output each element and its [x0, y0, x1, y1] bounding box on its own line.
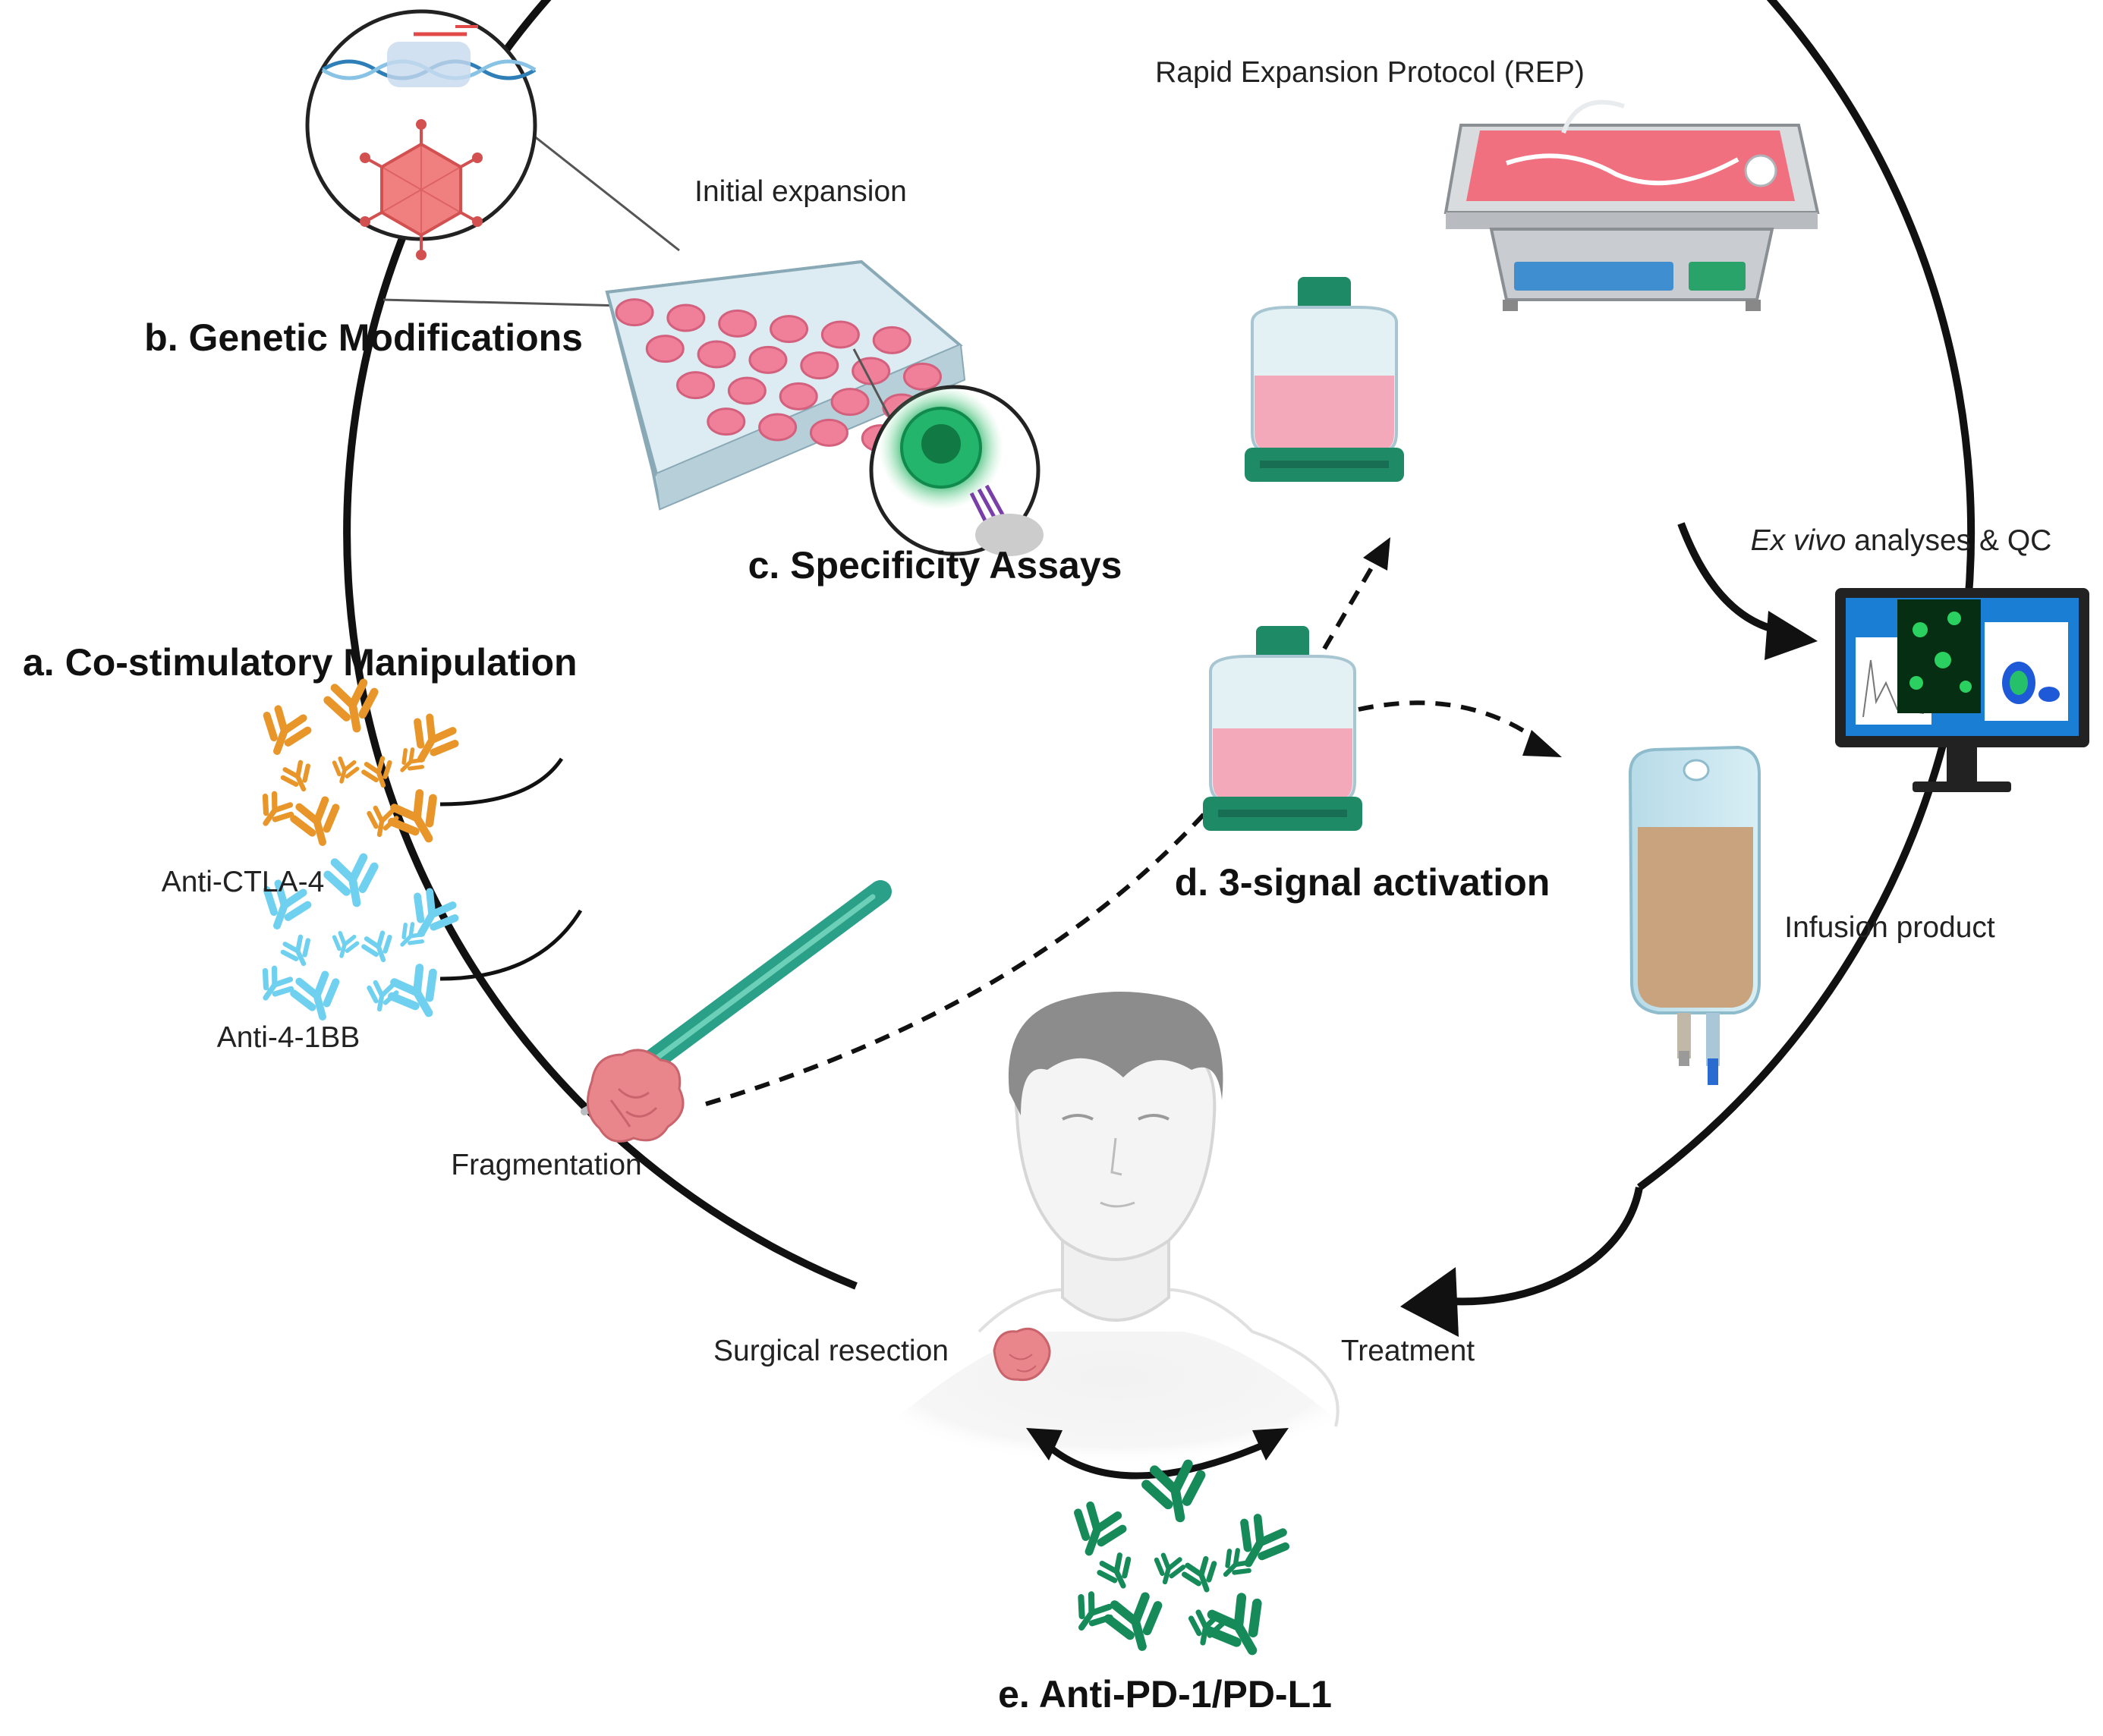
- well: [676, 371, 716, 400]
- well: [779, 382, 818, 410]
- antibody: [291, 798, 344, 848]
- treatment-arrowhead: [1400, 1267, 1459, 1337]
- culture-flask-icon: [1245, 277, 1404, 482]
- anti-41bb-label: Anti-4-1BB: [217, 1021, 360, 1054]
- ctla4-connector: [439, 757, 564, 807]
- t-cell-icon: [879, 385, 1003, 510]
- fragmentation-label: Fragmentation: [451, 1149, 641, 1181]
- well: [666, 303, 706, 332]
- well: [902, 362, 942, 391]
- antibody: [330, 932, 359, 959]
- well: [820, 320, 860, 349]
- well: [645, 335, 685, 363]
- antibody: [253, 791, 295, 832]
- anti-ctla4-label: Anti-CTLA-4: [162, 866, 325, 898]
- initial-expansion-label: Initial expansion: [694, 175, 907, 208]
- patient-icon: [896, 991, 1340, 1480]
- antibody-icon: [253, 681, 460, 851]
- genetic-modifications-title: b. Genetic Modifications: [144, 316, 583, 359]
- well: [809, 418, 848, 447]
- well-plate-icon: [605, 259, 1003, 511]
- antibody: [386, 789, 449, 851]
- well: [800, 351, 839, 380]
- well: [707, 407, 746, 436]
- antibody: [1182, 1557, 1221, 1595]
- specificity-magnifier: [852, 348, 1044, 556]
- well: [872, 326, 911, 354]
- antibody: [1067, 1502, 1126, 1559]
- 41bb-connector: [439, 909, 583, 981]
- rep-label: Rapid Expansion Protocol (REP): [1155, 56, 1585, 89]
- antibody: [1151, 1554, 1185, 1586]
- antibody: [291, 973, 344, 1023]
- pd1-arrowhead-right: [1252, 1428, 1289, 1461]
- antibody: [1203, 1593, 1277, 1665]
- surgical-resection-label: Surgical resection: [713, 1335, 949, 1367]
- co-stimulatory-title: a. Co-stimulatory Manipulation: [23, 641, 578, 684]
- pd1-double-arrow: [1040, 1438, 1273, 1480]
- antibody: [1067, 1590, 1115, 1637]
- well: [758, 413, 798, 442]
- dashed-arrowhead-up: [1363, 537, 1390, 571]
- well: [748, 345, 788, 374]
- antibody: [361, 931, 396, 964]
- three-signal-title: d. 3-signal activation: [1175, 861, 1550, 904]
- exvivo-label: Ex vivo analyses & QC: [1751, 524, 2052, 557]
- qc-branch-arrow: [1677, 522, 1777, 634]
- antibody: [1097, 1552, 1138, 1592]
- antibody: [253, 965, 295, 1007]
- antibody: [280, 760, 316, 795]
- dashed-flask-to-rep: [1322, 556, 1380, 650]
- well: [718, 309, 757, 338]
- antibody: [330, 757, 359, 785]
- well: [697, 340, 736, 369]
- well: [770, 315, 809, 344]
- rep-bioreactor-icon: [1443, 99, 1820, 311]
- well: [830, 388, 870, 417]
- culture-flask-icon: [1203, 626, 1362, 831]
- dashed-flask-to-bag: [1358, 700, 1542, 744]
- well: [727, 376, 767, 405]
- antibody: [326, 856, 379, 907]
- antibody: [280, 935, 316, 970]
- viral-vector-icon: [360, 119, 483, 260]
- antibody: [1105, 1594, 1166, 1653]
- antibody: [257, 706, 311, 759]
- infusion-bag-icon: [1628, 745, 1761, 1085]
- specificity-assays-title: c. Specificity Assays: [748, 544, 1122, 587]
- pd1-arrowhead-left: [1026, 1428, 1063, 1461]
- dashed-arrowhead-right: [1522, 730, 1562, 757]
- treatment-label: Treatment: [1341, 1335, 1475, 1367]
- well: [615, 298, 654, 327]
- antibody-icon: [1067, 1463, 1291, 1665]
- genetic-magnifier: [305, 9, 684, 309]
- qc-arrowhead: [1765, 611, 1818, 660]
- arc-to-treatment: [1449, 1187, 1643, 1306]
- dna-icon: [321, 25, 537, 87]
- tumor-tissue-icon: [586, 1049, 685, 1143]
- analysis-monitor-icon: [1835, 588, 2089, 792]
- antibody: [386, 964, 449, 1025]
- anti-pd1-title: e. Anti-PD-1/PD-L1: [998, 1673, 1332, 1716]
- infusion-product-label: Infusion product: [1784, 911, 1995, 944]
